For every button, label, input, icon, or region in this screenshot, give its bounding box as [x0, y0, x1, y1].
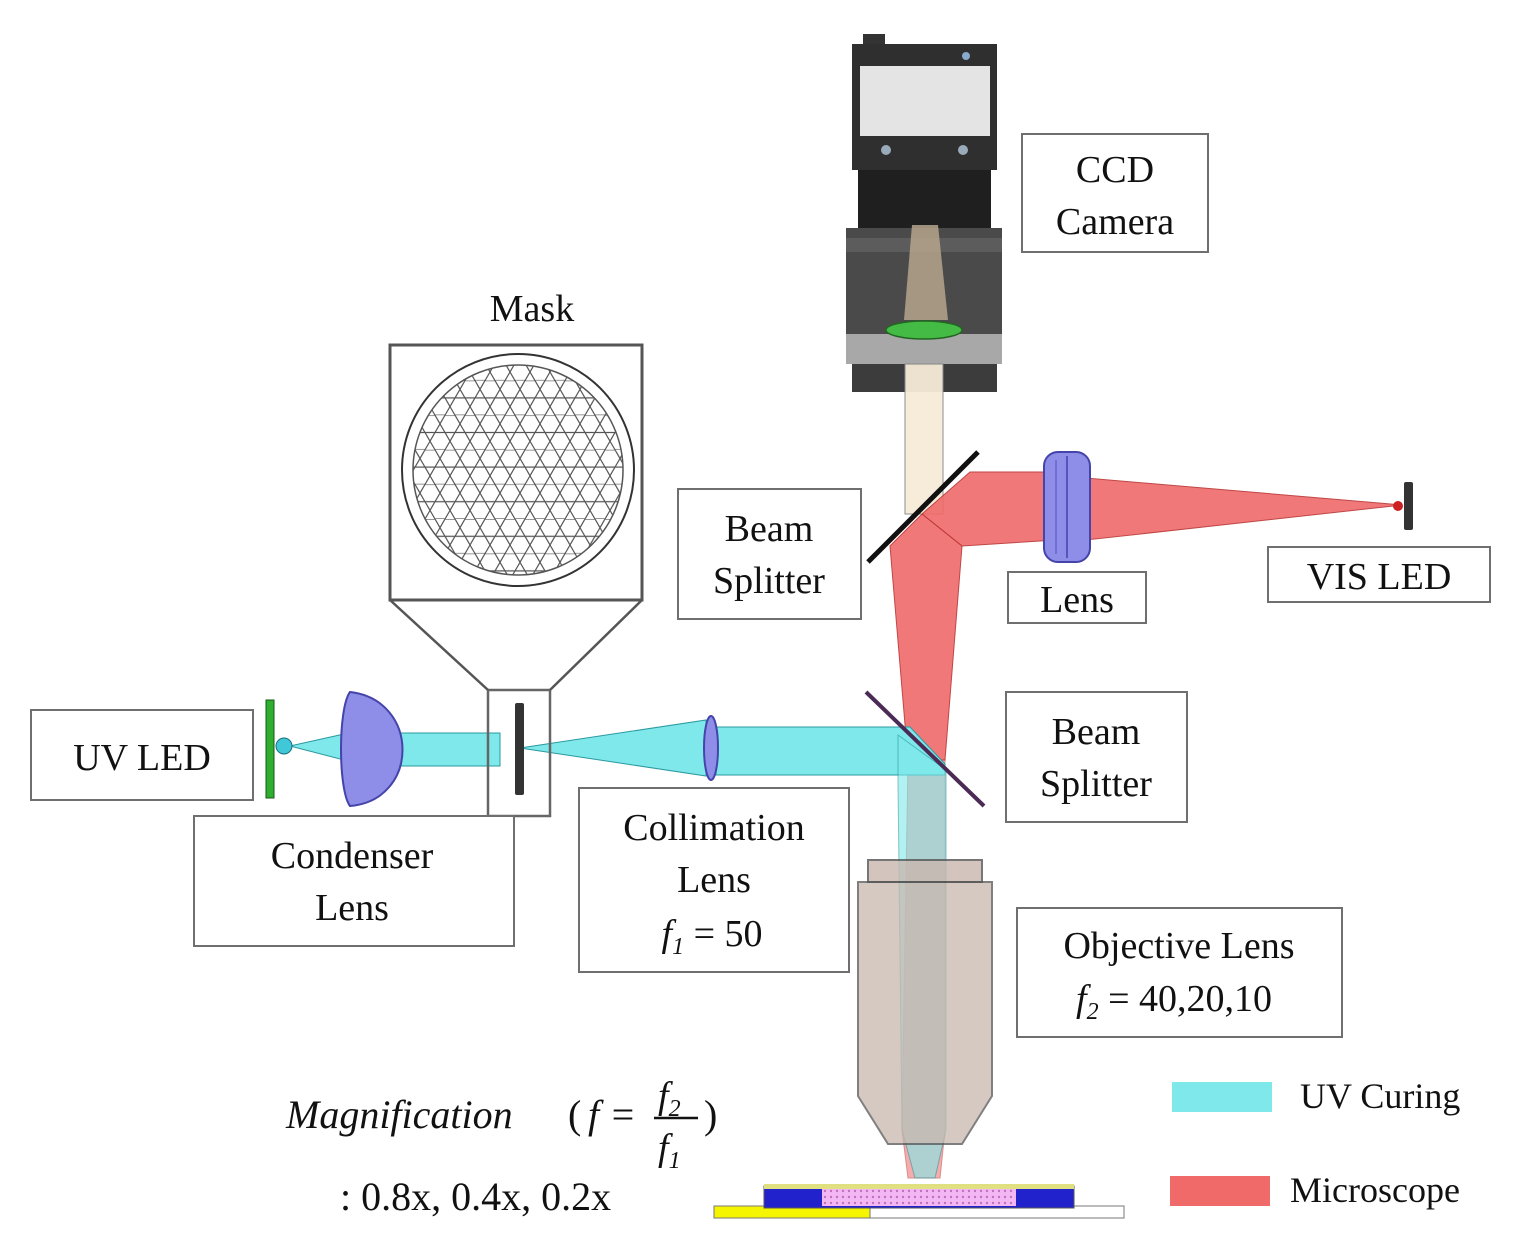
magnification-f-equals: f =	[588, 1092, 636, 1137]
magnification-values: : 0.8x, 0.4x, 0.2x	[340, 1174, 611, 1219]
f1-value: = 50	[684, 913, 762, 955]
mask-zoom	[388, 343, 644, 691]
magnification-open-paren: (	[568, 1092, 581, 1137]
collimation-label-line2: Lens	[677, 859, 751, 901]
beam-splitter-bottom-line2: Splitter	[1040, 763, 1152, 805]
collimation-focal-length: f1 = 50	[662, 913, 763, 960]
lens-label: Lens	[1040, 579, 1114, 621]
objective-focal-length: f2 = 40,20,10	[1076, 978, 1272, 1025]
magnification-formula: Magnification ( f = f2 f1 ) : 0.8x, 0.4x…	[285, 1075, 717, 1219]
uv-led	[265, 699, 293, 799]
uv-led-label-box	[30, 709, 254, 801]
magnification-word: Magnification	[285, 1092, 513, 1137]
beam-splitter-top-label-box	[677, 488, 862, 620]
legend-swatch-microscope	[1170, 1176, 1270, 1206]
mag-num-sub: 2	[669, 1096, 681, 1122]
objective-label-line1: Objective Lens	[1063, 925, 1294, 967]
beam-splitter-top-line2: Splitter	[713, 560, 825, 602]
magnification-close-paren: )	[704, 1092, 717, 1137]
collimation-label-line1: Collimation	[623, 807, 805, 849]
beam-splitter-top	[866, 450, 980, 564]
f1-subscript: 1	[672, 934, 684, 960]
collimation-lens	[703, 715, 719, 781]
beam-splitter-bottom-line1: Beam	[1052, 711, 1141, 753]
condenser-label-line2: Lens	[315, 887, 389, 929]
condenser-lens	[340, 690, 404, 808]
condenser-label-line1: Condenser	[271, 835, 434, 877]
collimation-label-box	[578, 787, 850, 973]
uv-led-label: UV LED	[73, 737, 211, 779]
mag-den-sub: 1	[669, 1148, 681, 1174]
beam-splitter-bottom	[864, 690, 986, 808]
objective-lens	[857, 859, 993, 1145]
beam-splitter-top-line1: Beam	[725, 508, 814, 550]
magnification-denominator: f1	[658, 1127, 681, 1174]
legend-label-microscope: Microscope	[1290, 1170, 1460, 1210]
focusing-lens	[1043, 451, 1091, 563]
sample-stage	[713, 1184, 1125, 1219]
vis-led-label-box	[1267, 546, 1491, 603]
vis-led-label: VIS LED	[1307, 556, 1452, 598]
ccd-label-line1: CCD	[1076, 149, 1154, 191]
legend-swatch-uv	[1172, 1082, 1272, 1112]
f2-subscript: 2	[1087, 999, 1099, 1025]
f2-value: = 40,20,10	[1099, 978, 1272, 1020]
ccd-camera	[846, 34, 1002, 392]
vis-led	[1393, 482, 1413, 530]
ccd-label-line2: Camera	[1056, 201, 1174, 243]
mask-label: Mask	[490, 288, 574, 330]
legend: UV Curing Microscope	[1170, 1076, 1460, 1210]
mask-holder	[486, 688, 552, 818]
magnification-numerator: f2	[658, 1075, 681, 1122]
imaging-path	[904, 363, 944, 515]
lens-label-box	[1007, 571, 1147, 624]
beam-splitter-bottom-label-box	[1005, 691, 1188, 823]
objective-label-box	[1016, 907, 1343, 1038]
condenser-label-box	[193, 815, 515, 947]
ccd-label-box	[1021, 133, 1209, 253]
legend-label-uv: UV Curing	[1300, 1076, 1460, 1116]
